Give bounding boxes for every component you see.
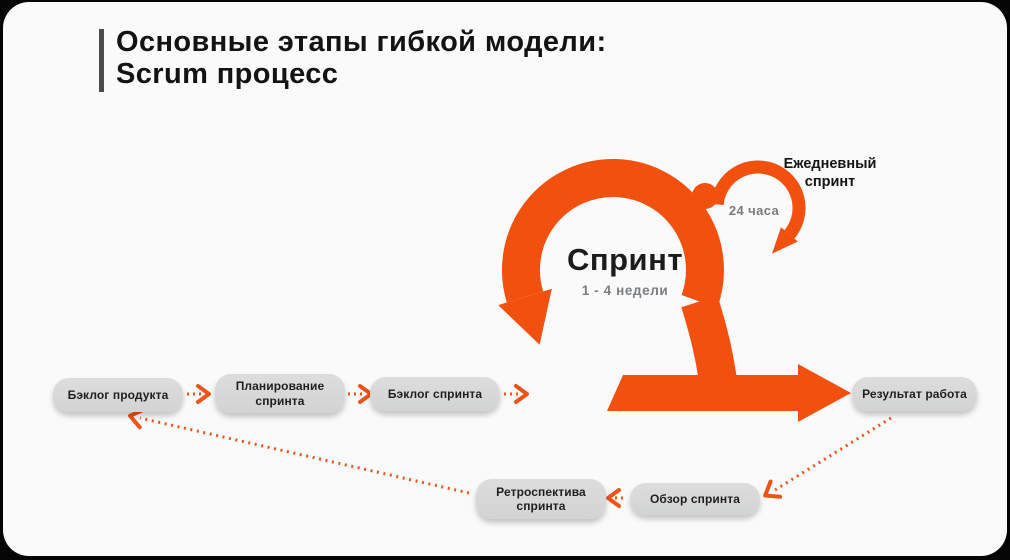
step-sprint-review: Обзор спринта — [630, 483, 760, 515]
page-title-text: Основные этапы гибкой модели: Scrum проц… — [116, 26, 607, 92]
daily-sprint-label: Ежедневный спринт — [783, 156, 877, 190]
step-product-backlog: Бэклог продукта — [53, 378, 183, 412]
step-sprint-planning: Планирование спринта — [215, 374, 345, 413]
daily-loop-arc — [710, 160, 806, 239]
step-sprint-retrospective: Ретроспектива спринта — [476, 479, 606, 519]
page-title: Основные этапы гибкой модели: Scrum проц… — [99, 26, 607, 92]
title-accent-bar — [99, 29, 104, 92]
daily-sprint-duration-label: 24 часа — [728, 203, 780, 218]
dotted-arrow-3 — [504, 384, 529, 404]
sprint-cycle-arc — [502, 159, 724, 308]
step-label: Обзор спринта — [650, 491, 740, 506]
dotted-arrow-1 — [187, 384, 211, 404]
scrum-diagram — [128, 159, 892, 508]
sprint-cycle-arrowhead-icon — [498, 288, 552, 345]
sprint-duration-label: 1 - 4 недели — [581, 283, 669, 298]
step-work-result: Результат работа — [852, 377, 977, 411]
step-label: Бэклог спринта — [387, 386, 483, 401]
dotted-arrow-2 — [348, 384, 373, 404]
step-label: Ретроспектива спринта — [496, 484, 586, 513]
sprint-tail-arrow — [607, 364, 851, 422]
dotted-arrow-5 — [606, 488, 626, 508]
step-label: Планирование спринта — [235, 379, 325, 408]
step-sprint-backlog: Бэклог спринта — [370, 377, 500, 411]
slide-card: Основные этапы гибкой модели: Scrum проц… — [3, 2, 1007, 556]
step-label: Бэклог продукта — [67, 387, 169, 402]
dotted-arrow-6 — [128, 407, 470, 495]
daily-loop-arrowhead-icon — [772, 227, 798, 254]
step-label: Результат работа — [862, 386, 967, 401]
page-title-line2: Scrum процесс — [116, 58, 339, 90]
sprint-cycle-label: Спринт — [566, 242, 683, 277]
dotted-arrow-4 — [763, 416, 892, 499]
page-title-line1: Основные этапы гибкой модели: — [116, 26, 607, 58]
